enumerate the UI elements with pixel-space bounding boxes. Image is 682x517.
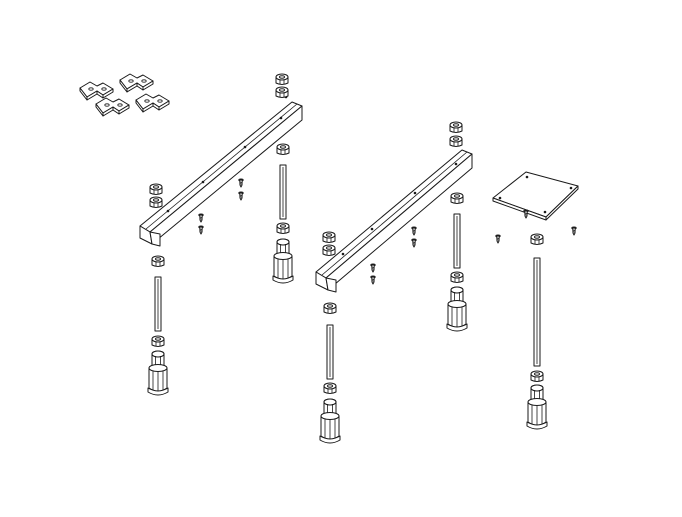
threaded-rod <box>279 164 287 220</box>
square-plate <box>492 171 579 221</box>
hex-nut <box>450 271 464 283</box>
mounting-clip <box>119 73 154 93</box>
channel-rail-right <box>315 143 473 293</box>
adjustable-foot <box>147 350 169 396</box>
hex-nut <box>276 143 290 155</box>
screw <box>411 238 417 248</box>
mounting-clip <box>79 81 114 101</box>
screw <box>523 209 529 219</box>
screw <box>571 226 577 236</box>
hex-nut <box>151 335 165 347</box>
adjustable-foot <box>319 398 341 444</box>
screw <box>198 213 204 223</box>
hex-nut <box>151 255 165 267</box>
mounting-clips <box>79 73 170 117</box>
adjustable-foot <box>272 238 294 284</box>
hex-nut <box>449 121 463 133</box>
screw <box>198 225 204 235</box>
hex-nut <box>530 233 544 245</box>
threaded-rod <box>154 276 162 332</box>
threaded-rod <box>533 257 541 367</box>
hex-nut <box>322 244 336 256</box>
hex-nut <box>149 183 163 195</box>
hex-nut <box>275 86 289 98</box>
screw <box>411 226 417 236</box>
hex-nut <box>322 231 336 243</box>
adjustable-foot <box>526 384 548 430</box>
threaded-rod <box>453 213 461 269</box>
mounting-clip <box>95 97 130 117</box>
screw <box>238 178 244 188</box>
channel-rail-left <box>139 95 303 247</box>
screw <box>238 191 244 201</box>
hex-nut <box>323 302 337 314</box>
hex-nut <box>530 370 544 382</box>
hex-nut <box>149 196 163 208</box>
hex-nut <box>450 192 464 204</box>
screw <box>495 234 501 244</box>
adjustable-foot <box>446 286 468 332</box>
hex-nut <box>275 73 289 85</box>
mounting-clip <box>135 93 170 113</box>
screw <box>370 263 376 273</box>
screw <box>370 275 376 285</box>
hex-nut <box>449 135 463 147</box>
hex-nut <box>323 382 337 394</box>
threaded-rod <box>326 324 334 380</box>
hex-nut <box>276 222 290 234</box>
